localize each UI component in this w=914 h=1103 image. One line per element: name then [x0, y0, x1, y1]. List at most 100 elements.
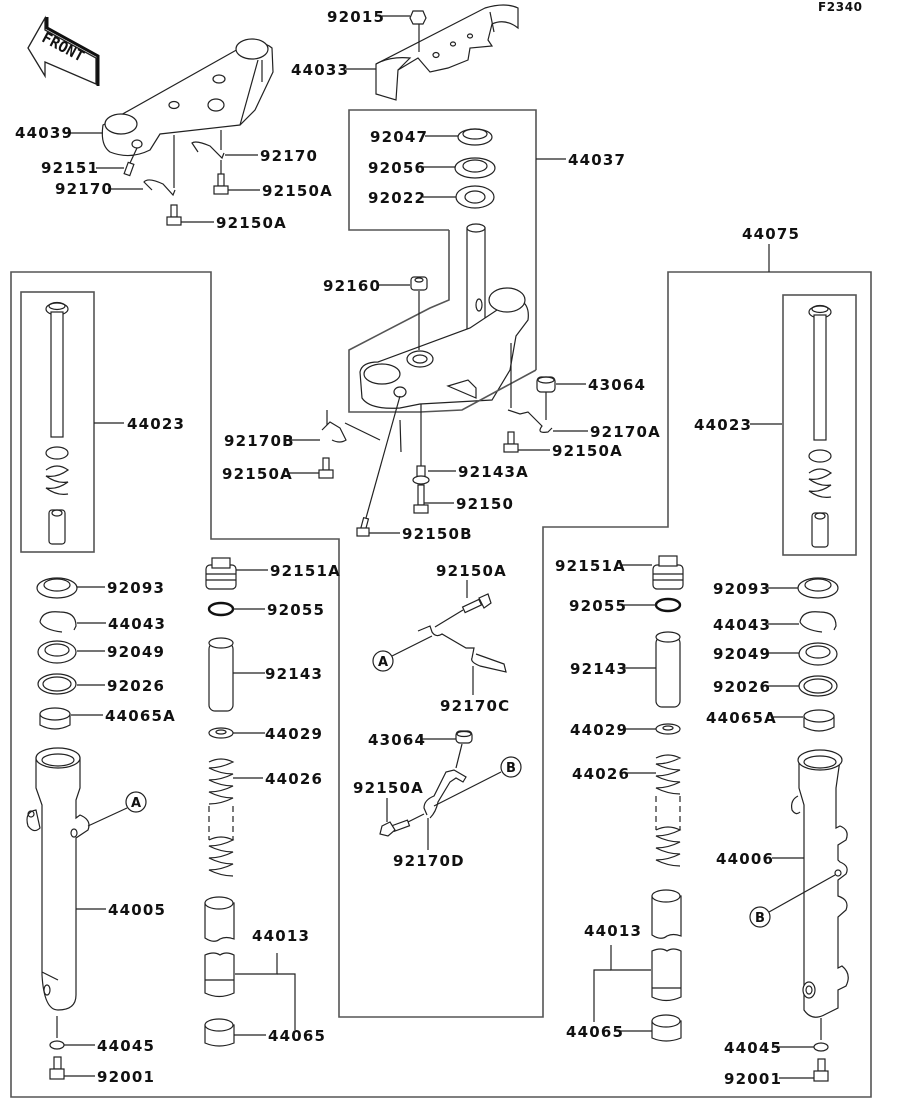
- label-left-92143[interactable]: 92143: [265, 665, 323, 683]
- label-92170-right[interactable]: 92170: [260, 147, 318, 165]
- ref-marker-b-right[interactable]: B: [749, 874, 836, 928]
- steering-stem[interactable]: [359, 223, 529, 409]
- nut-92015[interactable]: [409, 10, 427, 52]
- left-o-ring[interactable]: [207, 601, 235, 617]
- left-oil-seal[interactable]: [37, 640, 77, 664]
- right-washer[interactable]: [798, 675, 838, 697]
- label-92150a-left[interactable]: 92150A: [216, 214, 287, 232]
- clamp-92170d[interactable]: [423, 769, 467, 850]
- left-outer-tube[interactable]: [26, 747, 90, 1011]
- bolt-92150a-center-lower[interactable]: [379, 798, 425, 837]
- handle-holder[interactable]: [375, 4, 519, 101]
- right-spring-seat[interactable]: [655, 723, 681, 735]
- clamp-92170b[interactable]: [321, 410, 347, 443]
- stem-seal-92056[interactable]: [454, 157, 496, 179]
- left-top-plug[interactable]: [205, 557, 237, 590]
- label-left-44026[interactable]: 44026: [265, 770, 323, 788]
- collar-92143a[interactable]: [412, 404, 430, 485]
- label-92150a-stem[interactable]: 92150A: [552, 442, 623, 460]
- label-left-44065a[interactable]: 44065A: [105, 707, 176, 725]
- bolt-92150a-stem-left[interactable]: [318, 457, 334, 479]
- left-spring-seat[interactable]: [208, 727, 234, 739]
- label-right-44065a[interactable]: 44065A: [706, 709, 777, 727]
- label-right-44013[interactable]: 44013: [584, 922, 642, 940]
- label-right-92055[interactable]: 92055: [569, 597, 627, 615]
- right-guide-bush-a[interactable]: [803, 709, 835, 732]
- label-92150b[interactable]: 92150B: [402, 525, 473, 543]
- label-43064[interactable]: 43064: [588, 376, 646, 394]
- right-dust-seal[interactable]: [797, 577, 839, 599]
- label-92170a[interactable]: 92170A: [590, 423, 661, 441]
- ref-marker-a-center[interactable]: A: [372, 635, 433, 672]
- label-right-44065[interactable]: 44065: [566, 1023, 624, 1041]
- label-92150a-center-lower[interactable]: 92150A: [353, 779, 424, 797]
- left-cylinder-set[interactable]: [45, 301, 70, 545]
- label-left-44043[interactable]: 44043: [108, 615, 166, 633]
- label-top-bracket[interactable]: 44039: [15, 124, 73, 142]
- left-spacer[interactable]: [208, 637, 234, 712]
- left-guide-bush-a[interactable]: [39, 707, 71, 730]
- label-92047[interactable]: 92047: [370, 128, 428, 146]
- label-44037[interactable]: 44037: [568, 151, 626, 169]
- ref-marker-b-center[interactable]: B: [433, 756, 522, 807]
- label-left-44065[interactable]: 44065: [268, 1027, 326, 1045]
- right-cylinder-set[interactable]: [808, 304, 833, 548]
- label-left-92026[interactable]: 92026: [107, 677, 165, 695]
- label-right-44029[interactable]: 44029: [570, 721, 628, 739]
- label-right-92143[interactable]: 92143: [570, 660, 628, 678]
- label-left-44005[interactable]: 44005: [108, 901, 166, 919]
- left-washer[interactable]: [37, 673, 77, 695]
- clamp-92170a[interactable]: [507, 343, 553, 433]
- grommet-43064[interactable]: [536, 376, 556, 420]
- right-inner-tube[interactable]: [651, 889, 682, 1002]
- right-outer-tube[interactable]: [791, 749, 849, 1018]
- label-43064-center[interactable]: 43064: [368, 731, 426, 749]
- label-44033[interactable]: 44033: [291, 61, 349, 79]
- label-left-44023[interactable]: 44023: [127, 415, 185, 433]
- clamp-92170c[interactable]: [417, 625, 507, 695]
- label-right-92093[interactable]: 92093: [713, 580, 771, 598]
- left-drain-washer[interactable]: [49, 1016, 65, 1050]
- label-92015[interactable]: 92015: [327, 8, 385, 26]
- right-guide-bush[interactable]: [651, 1014, 682, 1042]
- bolt-92150b[interactable]: [356, 395, 401, 537]
- label-left-44045[interactable]: 44045: [97, 1037, 155, 1055]
- label-92170d[interactable]: 92170D: [393, 852, 465, 870]
- bolt-92150a-center-upper[interactable]: [434, 580, 492, 628]
- clamp-92170-left[interactable]: [143, 135, 176, 197]
- left-dust-seal[interactable]: [36, 577, 78, 599]
- left-stopper-ring[interactable]: [39, 611, 77, 633]
- label-92143a[interactable]: 92143A: [458, 463, 529, 481]
- label-right-44026[interactable]: 44026: [572, 765, 630, 783]
- bolt-92150a-left[interactable]: [166, 204, 182, 226]
- right-o-ring[interactable]: [654, 597, 682, 613]
- label-right-92026[interactable]: 92026: [713, 678, 771, 696]
- label-right-92151a[interactable]: 92151A: [555, 557, 626, 575]
- label-92056[interactable]: 92056: [368, 159, 426, 177]
- label-92150a-center-upper[interactable]: 92150A: [436, 562, 507, 580]
- right-top-plug[interactable]: [652, 555, 684, 590]
- label-right-92049[interactable]: 92049: [713, 645, 771, 663]
- bolt-92150[interactable]: [413, 484, 429, 514]
- right-oil-seal[interactable]: [798, 642, 838, 666]
- label-92150[interactable]: 92150: [456, 495, 514, 513]
- label-44075[interactable]: 44075: [742, 225, 800, 243]
- label-92150a-right[interactable]: 92150A: [262, 182, 333, 200]
- label-left-44013[interactable]: 44013: [252, 927, 310, 945]
- left-guide-bush[interactable]: [204, 1018, 235, 1047]
- label-right-92001[interactable]: 92001: [724, 1070, 782, 1088]
- label-92151[interactable]: 92151: [41, 159, 99, 177]
- label-left-92055[interactable]: 92055: [267, 601, 325, 619]
- label-left-44029[interactable]: 44029: [265, 725, 323, 743]
- stem-washer-92022[interactable]: [455, 185, 495, 209]
- right-drain-bolt[interactable]: [813, 1058, 829, 1082]
- label-92170c[interactable]: 92170C: [440, 697, 510, 715]
- bolt-92151[interactable]: [123, 139, 143, 177]
- left-drain-bolt[interactable]: [49, 1056, 65, 1080]
- label-92170-left[interactable]: 92170: [55, 180, 113, 198]
- top-bracket[interactable]: [101, 38, 274, 157]
- label-left-92049[interactable]: 92049: [107, 643, 165, 661]
- label-right-44043[interactable]: 44043: [713, 616, 771, 634]
- label-left-92001[interactable]: 92001: [97, 1068, 155, 1086]
- damper-92160[interactable]: [410, 276, 428, 350]
